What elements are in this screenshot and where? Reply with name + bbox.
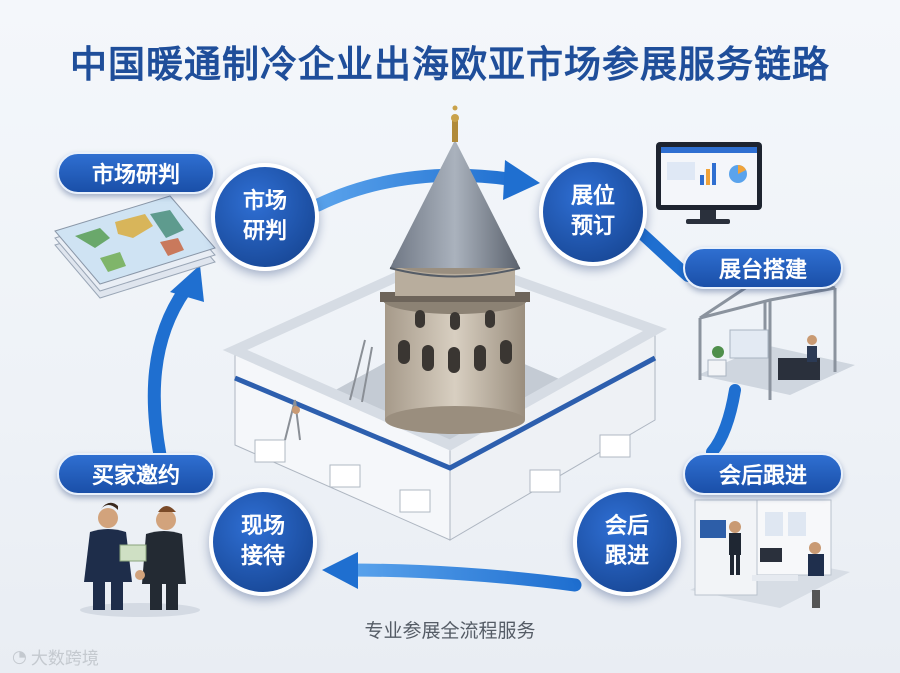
step-booth-booking-line1: 展位	[570, 184, 615, 209]
arrow-market-to-booking	[311, 168, 522, 212]
label-market-research: 市场研判	[57, 152, 215, 194]
label-booth-build: 展台搭建	[683, 247, 843, 289]
office-followup-illustration	[690, 499, 850, 608]
arrow-booking-to-build	[634, 226, 694, 282]
step-booth-booking: 展位 预订	[539, 158, 647, 266]
step-market-analysis-line2: 研判	[242, 219, 287, 244]
handshake-illustration	[80, 502, 200, 617]
arrow-build-to-followup	[706, 384, 741, 458]
step-market-analysis: 市场 研判	[211, 163, 319, 271]
flow-arrows	[147, 160, 741, 592]
watermark: ◔ 大数跨境	[12, 644, 99, 670]
arrow-invite-to-market	[147, 283, 192, 462]
step-booth-booking-line2: 预订	[570, 214, 615, 239]
watermark-logo-icon: ◔	[12, 646, 27, 667]
page-title: 中国暖通制冷企业出海欧亚市场参展服务链路	[70, 43, 830, 86]
footer-caption: 专业参展全流程服务	[364, 620, 536, 642]
step-followup-line2: 跟进	[604, 544, 649, 569]
booth-build-illustration	[698, 273, 855, 400]
label-followup: 会后跟进	[683, 453, 843, 495]
tower-illustration	[380, 105, 530, 434]
step-followup-line1: 会后	[604, 514, 649, 539]
label-buyer-invite: 买家邀约	[57, 453, 215, 495]
arrow-followup-to-onsite	[343, 563, 582, 592]
step-market-analysis-line1: 市场	[242, 189, 287, 214]
world-map-illustration	[54, 195, 216, 299]
step-followup: 会后 跟进	[573, 488, 681, 596]
step-onsite-reception-line1: 现场	[240, 514, 285, 539]
step-onsite-reception: 现场 接待	[209, 488, 317, 596]
monitor-illustration	[656, 142, 762, 224]
exhibition-hall-illustration	[222, 249, 668, 541]
step-onsite-reception-line2: 接待	[240, 544, 285, 569]
watermark-text: 大数跨境	[30, 649, 99, 669]
